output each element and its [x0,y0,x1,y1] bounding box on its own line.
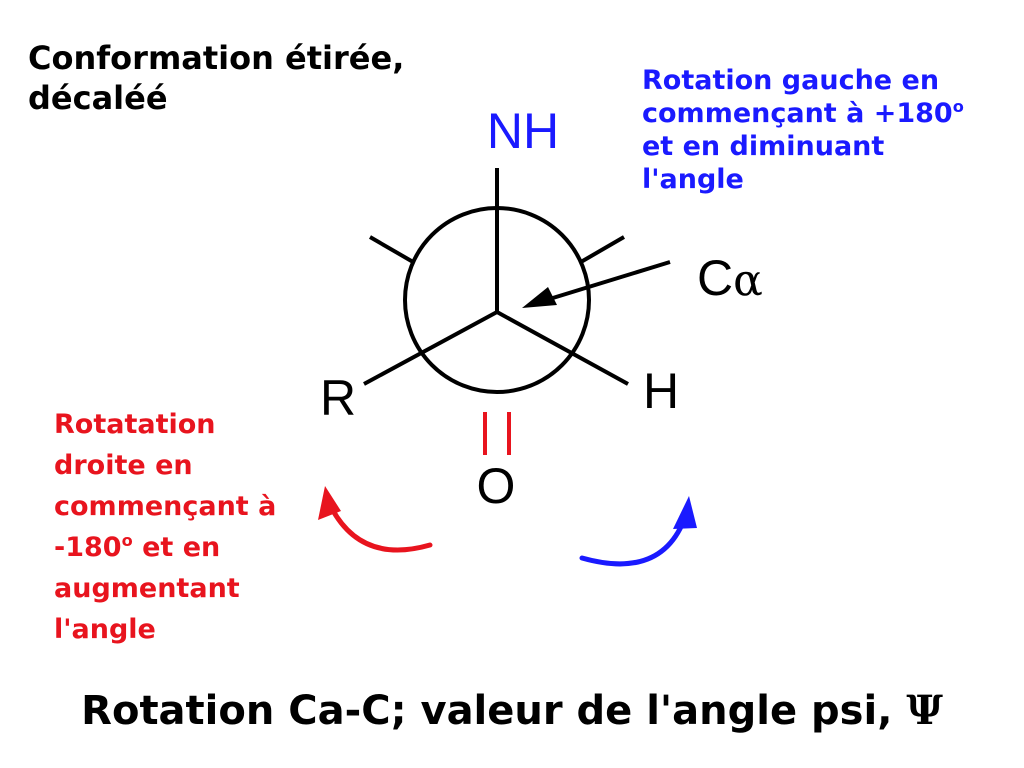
degree-mark: o [952,97,964,116]
calpha-pointer-arrowhead [522,287,557,308]
note-line: Rotation gauche en [642,65,940,96]
degree-mark: o [121,531,133,550]
note-line: augmentant [54,573,240,604]
h-label: H [643,363,679,419]
calpha-letter: C [697,250,733,306]
note-line: commençant à +180o [642,97,1012,130]
note-line: l'angle [54,614,156,645]
note-line: et en diminuant [642,131,885,162]
note-line: l'angle [642,164,744,195]
note-line: droite en [54,450,193,481]
front-bond-r [363,310,498,386]
red-arrowhead [318,486,341,520]
red-rotation-arrow [327,502,433,553]
conformation-heading: Conformation étirée, décaléé [28,38,448,118]
r-label: R [320,370,356,426]
blue-arrowhead [673,496,697,529]
blue-rotation-arrow [579,517,687,567]
heading-line: Conformation étirée, [28,39,405,77]
note-line: commençant à [54,491,277,522]
note-line: -180o et en [54,527,304,568]
right-rotation-note: Rotatation droite en commençant à -180o … [54,404,304,650]
note-text: -180 [54,532,122,563]
caption-text: Rotation Ca-C; valeur de l'angle psi, [81,688,907,734]
heading-line: décaléé [28,79,168,117]
nh-label: NH [487,103,559,159]
psi-symbol: Ψ [906,687,943,734]
left-rotation-note: Rotation gauche en commençant à +180o et… [642,64,1012,196]
psi-angle-caption: Rotation Ca-C; valeur de l'angle psi, Ψ [0,685,1024,737]
calpha-label: Cα [697,250,763,306]
front-bond-h [496,310,629,386]
note-text: commençant à +180 [642,98,953,129]
note-line: Rotatation [54,409,216,440]
calpha-greek: α [733,255,763,306]
note-text: et en [132,532,221,563]
o-label: O [477,458,516,514]
